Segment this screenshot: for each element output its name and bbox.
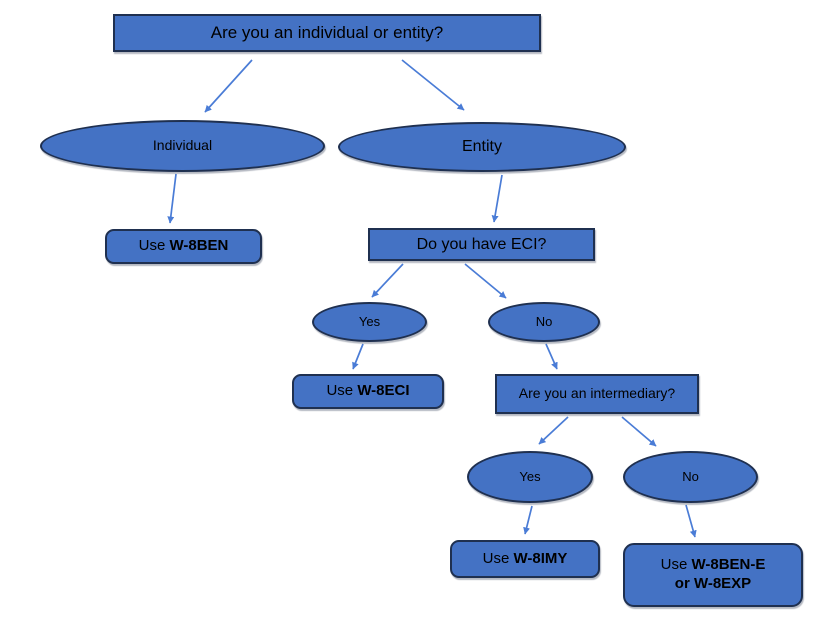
branch-individual-label: Individual xyxy=(152,137,213,154)
arrow-eci-to-no xyxy=(464,263,507,299)
decision-do-you-have-eci-label: Do you have ECI? xyxy=(416,235,547,253)
branch-eci-no-label: No xyxy=(535,313,553,329)
decision-individual-or-entity-label: Are you an individual or entity? xyxy=(210,23,444,43)
branch-entity-label: Entity xyxy=(461,138,502,155)
arrow-intermediary-to-yes xyxy=(538,416,569,445)
arrow-no-to-w8bene xyxy=(685,504,697,538)
arrow-individual-to-w8ben xyxy=(167,173,177,224)
branch-entity: Entity xyxy=(338,122,626,172)
arrow-no-to-intermediary xyxy=(545,343,558,370)
branch-intermediary-no-label: No xyxy=(682,468,699,484)
branch-intermediary-yes: Yes xyxy=(467,451,593,503)
decision-are-you-an-intermediary-label: Are you an intermediary? xyxy=(518,385,676,402)
branch-intermediary-yes-label: Yes xyxy=(519,468,541,484)
decision-individual-or-entity: Are you an individual or entity? xyxy=(113,14,541,52)
arrow-intermediary-to-no xyxy=(621,416,657,447)
arrow-root-to-entity xyxy=(401,59,465,111)
decision-are-you-an-intermediary: Are you an intermediary? xyxy=(495,374,699,414)
branch-eci-no: No xyxy=(488,302,600,342)
arrow-root-to-individual xyxy=(204,59,253,113)
branch-eci-yes: Yes xyxy=(312,302,427,342)
arrow-entity-to-eci xyxy=(491,174,503,223)
arrow-eci-to-yes xyxy=(371,263,404,298)
arrow-yes-to-w8eci xyxy=(352,343,364,370)
decision-do-you-have-eci: Do you have ECI? xyxy=(368,228,595,261)
branch-intermediary-no: No xyxy=(623,451,758,503)
branch-eci-yes-label: Yes xyxy=(358,313,381,329)
branch-individual: Individual xyxy=(40,120,325,172)
arrow-yes-to-w8imy xyxy=(523,505,533,535)
